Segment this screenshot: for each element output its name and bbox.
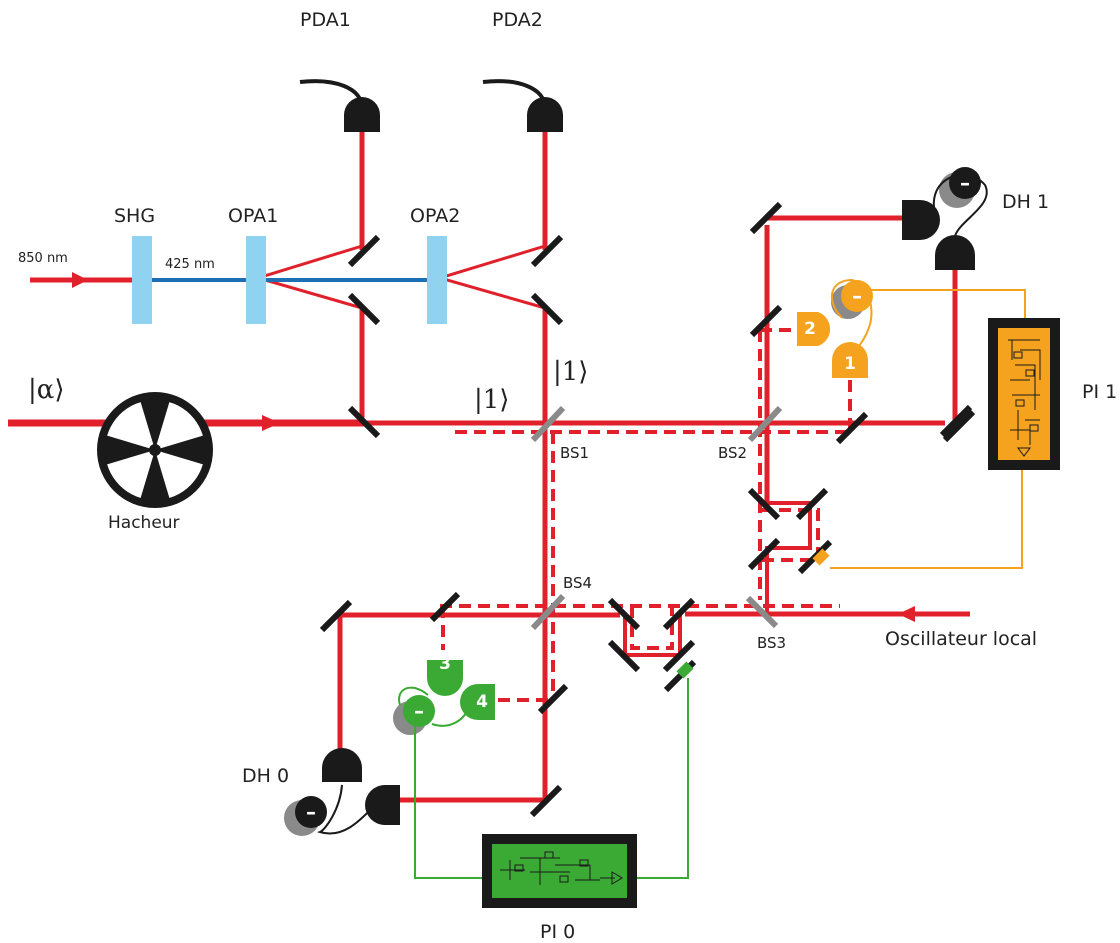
beam-center-loop [623,614,682,657]
mirror-top-right [749,201,783,235]
label-one-state-horizontal: |1⟩ [474,385,509,415]
label-one-state-vertical: |1⟩ [553,357,588,387]
pi1-controller [988,318,1060,470]
arrow-850nm [72,272,88,288]
wire-pi1-in [864,289,1026,318]
mirror-det4 [537,683,569,715]
label-dh0: DH 0 [242,765,289,787]
det-number-3: 3 [439,654,451,674]
mirror-center-2 [662,597,696,631]
wire-pi0-out [632,678,689,879]
mirror-loop-3 [747,537,781,571]
dashed-delay-loop [760,508,820,562]
chopper-wheel [97,392,213,508]
minus-dh1: – [960,171,970,195]
mirror-opa1-top [347,234,381,268]
label-bs3: BS3 [757,634,786,652]
det-number-1: 1 [844,354,856,374]
minus-green: – [414,699,424,723]
label-shg: SHG [114,205,155,227]
piezo-orange [812,548,830,566]
wire-pi0-in [414,722,488,879]
label-bs1: BS1 [560,444,589,462]
arrows [72,272,915,622]
label-chopper: Hacheur [108,513,180,533]
minus-orange: – [852,284,862,308]
bs1 [530,405,566,443]
dashed-center-loop [630,606,674,650]
orange-detectors [797,278,873,378]
mirror-main-left [347,405,381,439]
mirror-bottom [529,784,563,818]
bs2 [747,405,783,443]
label-pda2: PDA2 [492,9,543,31]
mirror-center-3 [607,639,641,673]
bs4 [530,593,566,631]
label-850nm: 850 nm [18,251,68,266]
mirror-loop-1 [747,487,781,521]
label-bs4: BS4 [563,574,592,592]
label-pi0: PI 0 [540,921,575,943]
opa1-crystal [246,236,266,324]
shg-crystal [132,236,152,324]
label-pi1: PI 1 [1082,381,1117,403]
label-local-oscillator: Oscillateur local [885,628,1037,650]
det-number-2: 2 [804,319,816,339]
mirror-loop-2 [795,487,829,521]
beam-delay-loop [765,501,812,614]
pda2-detector [482,79,563,132]
arrow-local-oscillator [898,606,915,622]
opa2-crystal [427,236,447,324]
label-bs2: BS2 [718,444,747,462]
label-425nm: 425 nm [165,257,215,272]
bs3 [745,595,779,629]
minus-dh0: – [306,800,316,824]
mirror-opa2-bottom [530,292,564,326]
label-pda1: PDA1 [300,9,351,31]
dh0-detector [284,748,400,836]
crystals [132,236,447,324]
mirror-det3 [429,591,461,623]
mirror-main-right [942,409,976,443]
pda1-detector [299,79,380,132]
mirrors [319,201,976,818]
mirror-opa1-bottom [347,292,381,326]
dh1-detector [902,167,988,270]
mirror-det1 [835,411,869,445]
mirror-dh1-return [939,404,973,438]
beam-opa2-fan [434,244,546,310]
wire-pi1-out [830,468,1023,569]
mirror-center-4 [662,639,696,673]
label-alpha-state: |α⟩ [28,375,64,405]
beams [8,130,970,803]
green-detectors [393,660,495,735]
piezo-green [676,661,694,679]
mirror-left-top [319,599,353,633]
mirror-center-1 [607,597,641,631]
beam-opa1-fan [252,244,363,310]
pi0-controller [482,834,637,908]
label-dh1: DH 1 [1002,191,1049,213]
dashed-beams [440,328,852,702]
det-number-4: 4 [476,692,488,712]
mirror-opa2-top [530,234,564,268]
beam-splitters [530,405,783,631]
label-opa1: OPA1 [228,205,278,227]
arrow-alpha [262,415,280,431]
mirror-det2 [749,304,783,338]
label-opa2: OPA2 [410,205,460,227]
